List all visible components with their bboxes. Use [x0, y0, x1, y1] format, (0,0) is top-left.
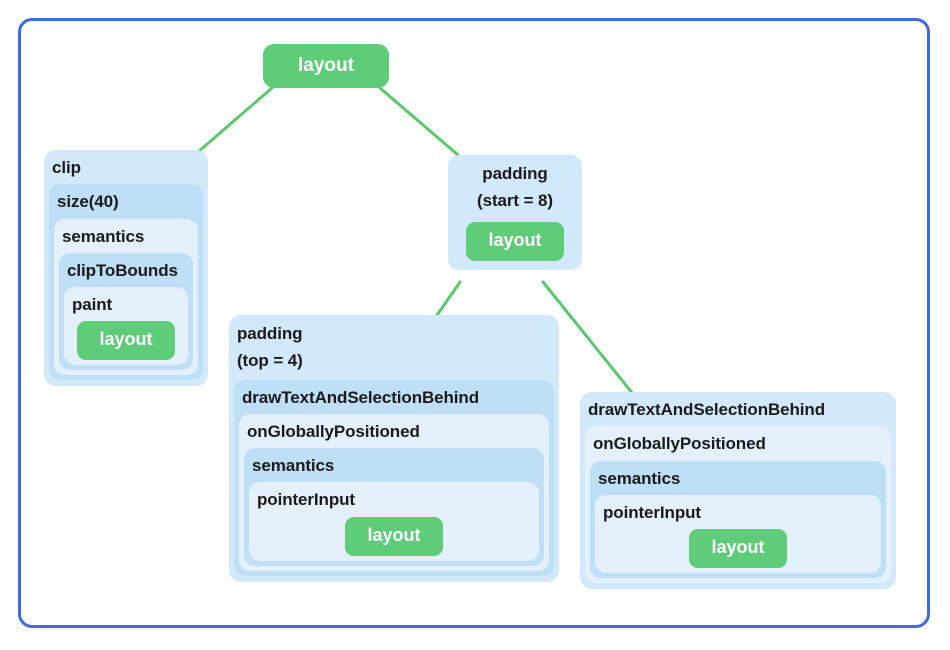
stack-clip[interactable]: clip size(40) semantics clipToBounds pai…: [44, 150, 208, 387]
node-padding-top-label-line2: (top = 4): [237, 351, 303, 371]
node-root-layout-label: layout: [298, 55, 354, 76]
node-padding-top-label-line1: padding: [237, 324, 303, 343]
stack-padding-top[interactable]: padding (top = 4) drawTextAndSelectionBe…: [229, 315, 559, 582]
node-semantics-center[interactable]: semantics pointerInput layout: [244, 448, 544, 566]
node-paint-label: paint: [72, 295, 113, 314]
node-semantics[interactable]: semantics clipToBounds paint layout: [54, 218, 198, 376]
node-on-globally-positioned-right[interactable]: onGloballyPositioned semantics pointerIn…: [585, 426, 891, 583]
node-right-leaf-layout[interactable]: layout: [689, 529, 787, 568]
stack-right[interactable]: drawTextAndSelectionBehind onGloballyPos…: [580, 392, 896, 589]
node-clip-to-bounds[interactable]: clipToBounds paint layout: [59, 252, 193, 371]
node-draw-text-and-selection-behind-center-label: drawTextAndSelectionBehind: [242, 387, 480, 407]
node-paint[interactable]: paint layout: [64, 287, 188, 366]
node-clip-leaf-layout[interactable]: layout: [77, 321, 175, 361]
node-center-leaf-layout-label: layout: [367, 524, 421, 545]
node-on-globally-positioned-center[interactable]: onGloballyPositioned semantics pointerIn…: [239, 413, 549, 571]
node-root-layout[interactable]: layout: [263, 44, 389, 88]
node-pointer-input-right[interactable]: pointerInput layout: [595, 494, 881, 573]
node-pointer-input-right-label: pointerInput: [603, 502, 701, 522]
node-padding-start-label-line1: padding: [482, 164, 548, 183]
node-padding-start-leaf-layout[interactable]: layout: [466, 221, 564, 261]
node-on-globally-positioned-right-label: onGloballyPositioned: [593, 434, 766, 454]
node-clip-label: clip: [52, 158, 81, 177]
node-size40[interactable]: size(40) semantics clipToBounds paint la…: [49, 184, 203, 381]
node-size40-label: size(40): [57, 192, 119, 212]
node-semantics-right[interactable]: semantics pointerInput layout: [590, 460, 886, 578]
node-draw-text-and-selection-behind-right-label: drawTextAndSelectionBehind: [588, 400, 826, 419]
node-semantics-center-label: semantics: [252, 456, 335, 475]
node-on-globally-positioned-center-label: onGloballyPositioned: [247, 421, 420, 441]
node-semantics-label: semantics: [62, 226, 145, 246]
node-draw-text-and-selection-behind-center[interactable]: drawTextAndSelectionBehind onGloballyPos…: [234, 379, 554, 576]
node-right-leaf-layout-label: layout: [711, 537, 765, 557]
node-padding-start-leaf-layout-label: layout: [488, 229, 542, 250]
node-clip-leaf-layout-label: layout: [99, 329, 153, 350]
node-clip-to-bounds-label: clipToBounds: [67, 260, 178, 280]
node-pointer-input-center-label: pointerInput: [257, 490, 355, 510]
node-center-leaf-layout[interactable]: layout: [345, 516, 443, 556]
node-padding-start[interactable]: padding (start = 8) layout: [448, 155, 582, 270]
node-pointer-input-center[interactable]: pointerInput layout: [249, 482, 539, 561]
node-semantics-right-label: semantics: [598, 468, 681, 488]
node-padding-start-label-line2: (start = 8): [477, 191, 553, 211]
